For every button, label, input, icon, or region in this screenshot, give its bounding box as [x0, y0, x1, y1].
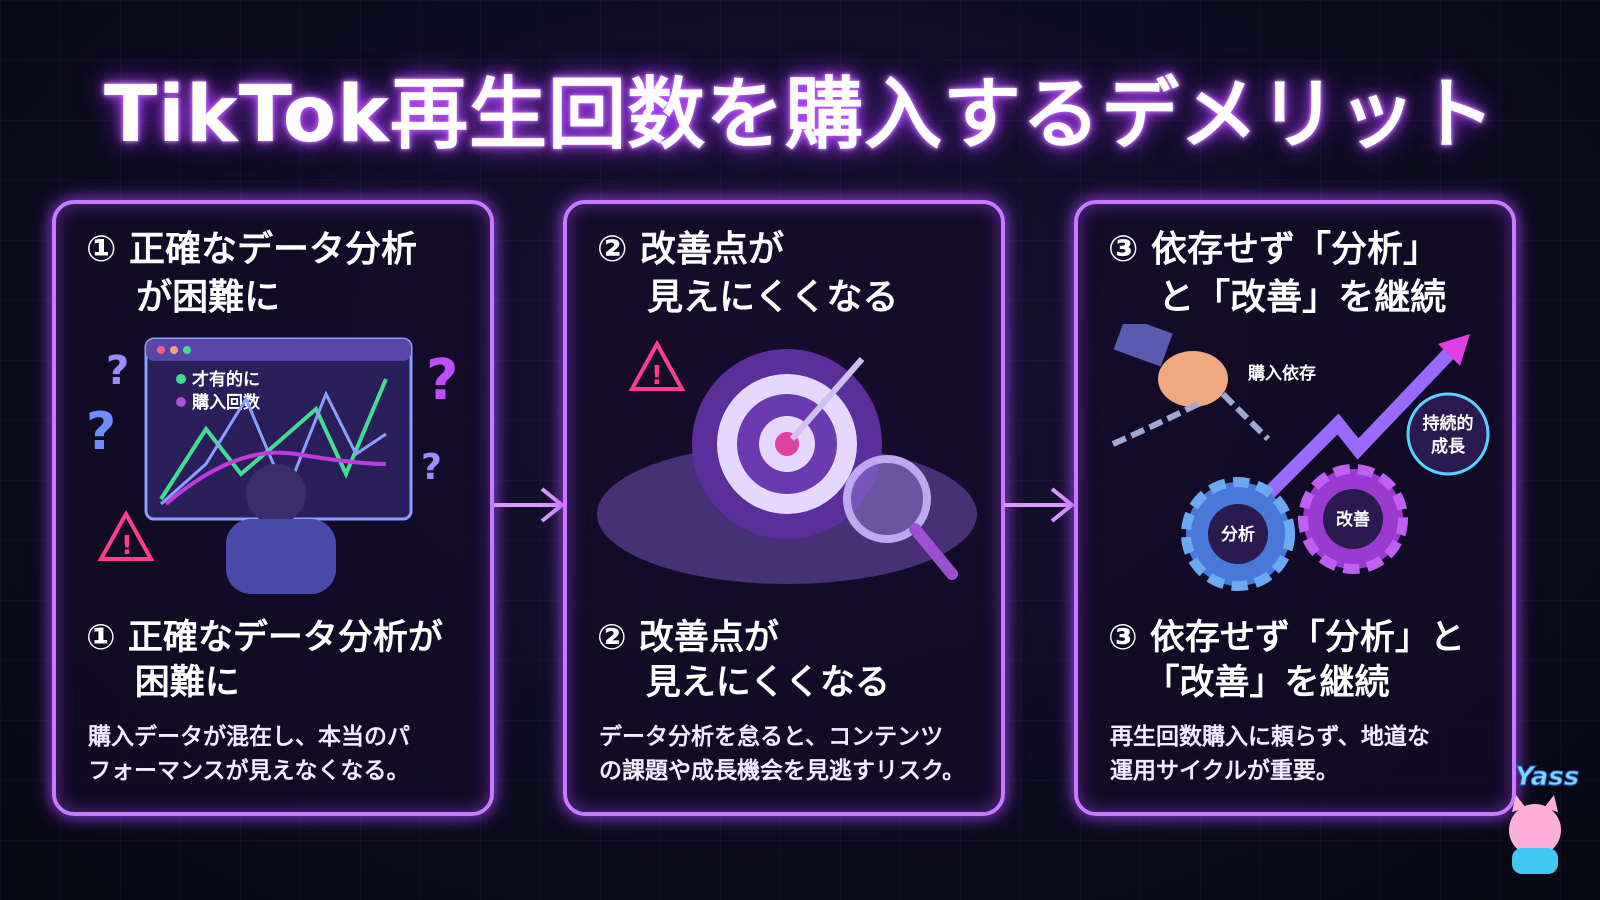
- panel-description: 購入データが混在し、本当のパ フォーマンスが見えなくなる。: [88, 724, 410, 784]
- svg-text:成長: 成長: [1431, 436, 1466, 457]
- svg-text:?: ?: [106, 348, 129, 394]
- panel-accurate-analysis: ① 正確なデータ分析 が困難に 才有的に 購入回数 ? ? ? ? ! ① 正確…: [52, 200, 494, 816]
- svg-text:?: ?: [86, 402, 116, 462]
- panel-subheading: ② 改善点が 見えにくくなる: [597, 618, 891, 703]
- arrow-right-icon: [1004, 487, 1076, 523]
- page-title: TikTok再生回数を購入するデメリット: [103, 70, 1497, 160]
- gear-improve-label: 改善: [1336, 509, 1370, 530]
- panel-subheading: ① 正確なデータ分析が 困難に: [86, 618, 443, 703]
- svg-text:?: ?: [426, 348, 458, 413]
- analytics-screen-illustration: 才有的に 購入回数 ? ? ? ? !: [86, 337, 458, 594]
- panel-heading: ① 正確なデータ分析 が困難に: [86, 229, 418, 318]
- panel-heading: ② 改善点が 見えにくくなる: [597, 229, 899, 318]
- svg-text:?: ?: [421, 447, 442, 488]
- panel-continue-cycle: ③ 依存せず「分析」 と「改善」を継続 購入依存 持続的 成長 分析 改善 ③ …: [1074, 200, 1516, 816]
- yass-cat-logo: Yass: [1509, 762, 1580, 874]
- svg-text:!: !: [651, 361, 663, 391]
- dependency-label: 購入依存: [1248, 363, 1316, 384]
- svg-text:持続的: 持続的: [1423, 413, 1474, 434]
- svg-text:才有的に: 才有的に: [192, 369, 260, 390]
- panel-improvement-points: ② 改善点が 見えにくくなる ! ② 改善点が 見えにくくなる データ分析を怠る…: [563, 200, 1005, 816]
- gear-analysis-label: 分析: [1221, 524, 1255, 545]
- svg-text:Yass: Yass: [1515, 762, 1579, 792]
- growth-cycle-illustration: 購入依存 持続的 成長 分析 改善: [1111, 324, 1490, 591]
- svg-text:!: !: [121, 531, 133, 561]
- svg-text:購入回数: 購入回数: [192, 392, 261, 413]
- target-cloud-illustration: !: [597, 339, 977, 584]
- panel-heading: ③ 依存せず「分析」 と「改善」を継続: [1108, 229, 1447, 318]
- panel-subheading: ③ 依存せず「分析」と 「改善」を継続: [1108, 618, 1465, 703]
- panel-description: 再生回数購入に頼らず、地道な 運用サイクルが重要。: [1110, 724, 1430, 784]
- panel-description: データ分析を怠ると、コンテンツ の課題や成長機会を見逃すリスク。: [599, 724, 966, 784]
- arrow-right-icon: [494, 487, 566, 523]
